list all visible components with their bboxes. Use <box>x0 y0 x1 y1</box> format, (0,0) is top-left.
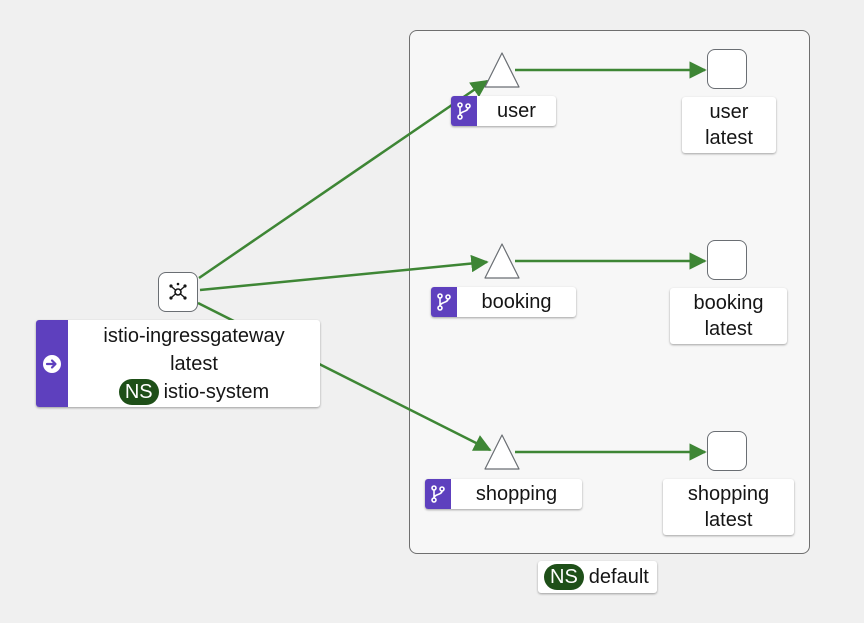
workload-version: latest <box>705 127 753 149</box>
workload-name: user <box>709 101 749 123</box>
workload-name: booking <box>693 292 764 314</box>
network-hub-icon <box>169 282 187 300</box>
service-name: user <box>497 99 536 122</box>
service-badge <box>425 479 451 509</box>
service-node-shopping[interactable] <box>484 434 520 470</box>
ns-badge: NS <box>118 379 159 405</box>
service-node-user[interactable] <box>484 52 520 88</box>
workload-version: latest <box>704 318 753 340</box>
workload-node-user[interactable] <box>707 49 747 89</box>
edge-gateway-to-user[interactable] <box>198 79 489 280</box>
workload-label-booking[interactable]: booking latest <box>670 288 787 344</box>
workload-name: shopping <box>687 483 770 505</box>
gateway-node[interactable] <box>158 272 198 312</box>
service-name: shopping <box>475 482 558 505</box>
service-label-booking[interactable]: booking <box>431 287 576 317</box>
service-label-shopping[interactable]: shopping <box>425 479 582 509</box>
workload-node-booking[interactable] <box>707 240 747 280</box>
workload-version: latest <box>704 509 753 531</box>
gateway-name: istio-ingressgateway <box>103 325 285 347</box>
branch-icon <box>457 102 471 120</box>
arrow-right-circle-icon <box>43 354 61 373</box>
gateway-badge <box>36 320 68 407</box>
gateway-version: latest <box>170 353 218 375</box>
service-badge <box>451 96 477 126</box>
ns-badge: NS <box>544 564 584 590</box>
workload-label-shopping[interactable]: shopping latest <box>663 479 794 535</box>
namespace-name: default <box>588 565 649 588</box>
gateway-namespace: istio-system <box>163 381 270 403</box>
service-name: booking <box>481 290 552 313</box>
edge-gateway-to-booking[interactable] <box>199 254 489 292</box>
service-label-user[interactable]: user <box>451 96 556 126</box>
workload-node-shopping[interactable] <box>707 431 747 471</box>
service-badge <box>431 287 457 317</box>
branch-icon <box>431 485 445 503</box>
workload-label-user[interactable]: user latest <box>682 97 776 153</box>
namespace-label-default[interactable]: NS default <box>538 561 657 593</box>
branch-icon <box>437 293 451 311</box>
service-node-booking[interactable] <box>484 243 520 279</box>
